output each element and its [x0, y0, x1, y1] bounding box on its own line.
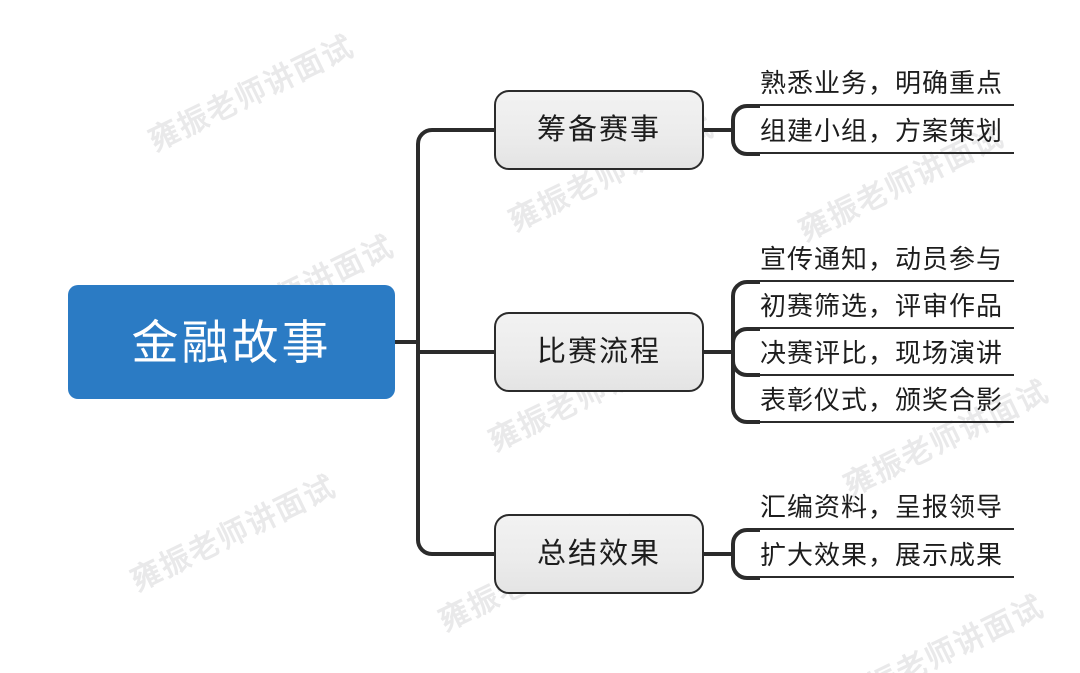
root-node[interactable]: 金融故事	[68, 285, 395, 399]
leaf-node-label: 决赛评比，现场演讲	[760, 338, 1004, 368]
leaf-bracket-1	[731, 104, 760, 156]
leaf-bracket-2-outer	[731, 280, 760, 424]
leaf-node-label: 初赛筛选，评审作品	[760, 291, 1004, 321]
leaf-node-label: 组建小组，方案策划	[760, 116, 1004, 146]
leaf-node[interactable]: 熟悉业务，明确重点	[760, 62, 1014, 106]
leaf-node-label: 汇编资料，呈报领导	[760, 492, 1004, 522]
leaf-node-label: 扩大效果，展示成果	[760, 540, 1004, 570]
leaf-node[interactable]: 决赛评比，现场演讲	[760, 332, 1014, 376]
leaf-node[interactable]: 表彰仪式，颁奖合影	[760, 379, 1014, 423]
leaf-bracket-2-inner	[731, 327, 760, 377]
branch-node-2[interactable]: 比赛流程	[494, 312, 704, 392]
leaf-node[interactable]: 扩大效果，展示成果	[760, 534, 1014, 578]
main-spine	[416, 128, 494, 556]
leaf-node[interactable]: 宣传通知，动员参与	[760, 238, 1014, 282]
leaf-node-label: 宣传通知，动员参与	[760, 244, 1004, 274]
branch-node-label: 总结效果	[536, 537, 661, 570]
leaf-node-label: 表彰仪式，颁奖合影	[760, 385, 1004, 415]
branch-node-label: 筹备赛事	[536, 113, 661, 146]
leaf-node[interactable]: 组建小组，方案策划	[760, 110, 1014, 154]
leaf-node[interactable]: 汇编资料，呈报领导	[760, 486, 1014, 530]
leaf-node-label: 熟悉业务，明确重点	[760, 68, 1004, 98]
leaf-node[interactable]: 初赛筛选，评审作品	[760, 285, 1014, 329]
root-node-label: 金融故事	[131, 315, 332, 369]
branch-node-3[interactable]: 总结效果	[494, 514, 704, 594]
branch-node-1[interactable]: 筹备赛事	[494, 90, 704, 170]
branch-node-label: 比赛流程	[536, 335, 661, 368]
leaf-bracket-3	[731, 528, 760, 580]
